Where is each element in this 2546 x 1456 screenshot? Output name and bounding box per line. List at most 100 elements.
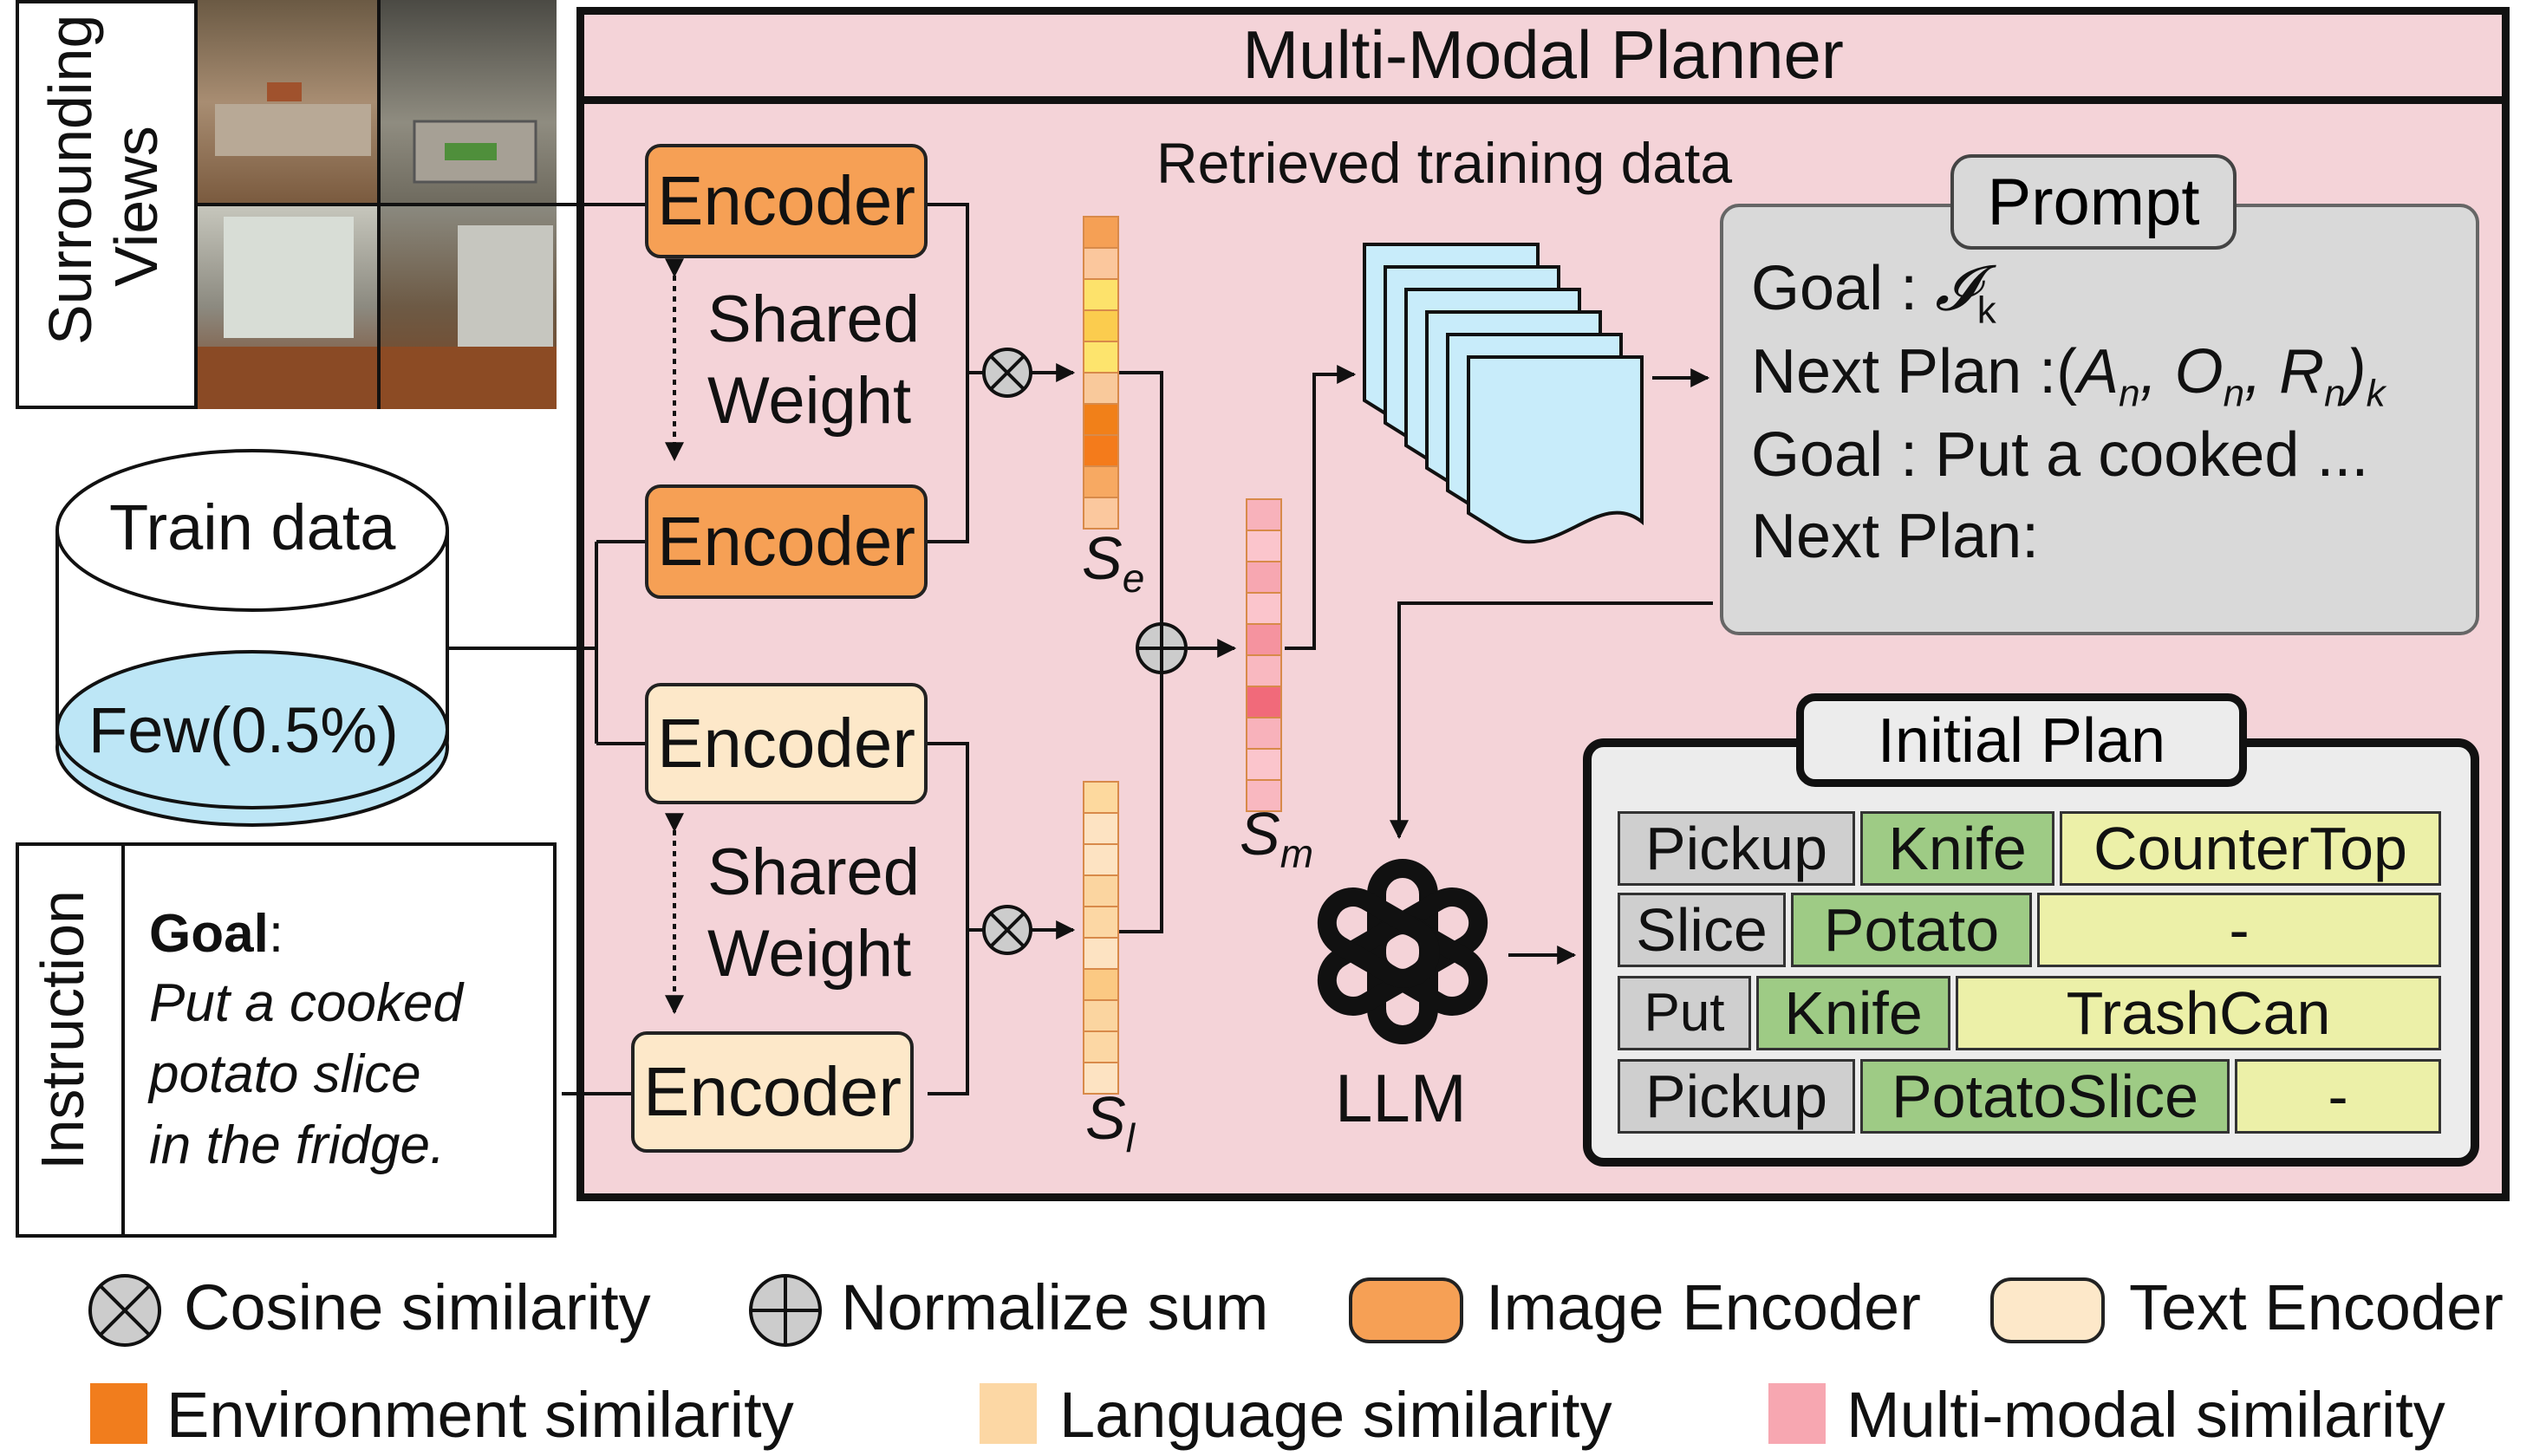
llm-logo-icon <box>1317 859 1488 1044</box>
instruction-panel <box>16 842 557 1238</box>
env-similarity-cell-9 <box>1083 465 1119 498</box>
legend-multimodal-swatch <box>1768 1383 1826 1444</box>
lang-similarity-cell-5 <box>1083 906 1119 939</box>
env-similarity-cell-7 <box>1083 403 1119 436</box>
score-sl-base: S <box>1085 1084 1126 1152</box>
mm-similarity-cell-9 <box>1246 748 1282 781</box>
lang-similarity-cell-9 <box>1083 1030 1119 1063</box>
initial-plan-tag: Initial Plan <box>1796 693 2247 787</box>
prompt-close-paren: ) <box>2345 337 2367 406</box>
lang-similarity-cell-3 <box>1083 843 1119 876</box>
instruction-goal-line-3: in the fridge. <box>149 1115 446 1175</box>
instruction-goal-heading: Goal: <box>149 903 283 965</box>
legend-language-swatch <box>980 1383 1037 1444</box>
llm-label: LLM <box>1335 1060 1467 1136</box>
text-encoder-top: Encoder <box>645 683 928 804</box>
legend-image-encoder-label: Image Encoder <box>1486 1271 1921 1343</box>
instruction-goal-line-2: potato slice <box>149 1044 421 1104</box>
planner-title: Multi-Modal Planner <box>1242 16 1844 93</box>
retrieved-documents-stack <box>1363 243 1644 544</box>
goal-label: Goal <box>149 904 269 964</box>
views-image-grid <box>194 0 557 409</box>
cosine-similarity-icon-env <box>982 348 1032 398</box>
language-similarity-column <box>1083 781 1119 1095</box>
prompt-object-symbol: , O <box>2139 337 2224 406</box>
prompt-goal-prefix: Goal : <box>1751 254 1936 323</box>
mm-similarity-cell-10 <box>1246 779 1282 812</box>
planner-title-bar <box>576 7 2510 104</box>
plan-row-4-action: Pickup <box>1618 1059 1855 1134</box>
mm-similarity-cell-8 <box>1246 717 1282 750</box>
plan-row-2-object: Potato <box>1791 893 2032 967</box>
legend-cosine-label: Cosine similarity <box>184 1271 651 1343</box>
legend-normalize-label: Normalize sum <box>841 1271 1269 1343</box>
legend-multimodal-label: Multi-modal similarity <box>1846 1379 2445 1451</box>
mm-similarity-cell-6 <box>1246 654 1282 687</box>
prompt-line-goal-template: Goal : 𝓘k <box>1751 253 1996 332</box>
prompt-next-plan-prefix: Next Plan :( <box>1751 337 2078 406</box>
legend-cosine-icon <box>88 1274 161 1347</box>
score-se-sub: e <box>1122 556 1145 601</box>
legend-environment-swatch <box>90 1383 147 1444</box>
score-sm-sub: m <box>1280 831 1314 876</box>
plan-row-3-object: Knife <box>1756 976 1950 1050</box>
goal-colon: : <box>268 904 284 964</box>
mm-similarity-cell-2 <box>1246 530 1282 562</box>
instruction-divider <box>121 842 125 1238</box>
prompt-goal-sub: k <box>1976 289 1996 332</box>
image-encoder-bottom: Encoder <box>645 484 928 599</box>
prompt-object-sub: n <box>2223 372 2245 415</box>
train-data-label: Train data <box>109 491 396 563</box>
train-data-cylinder <box>55 449 449 827</box>
prompt-receptacle-symbol: , R <box>2244 337 2325 406</box>
plan-row-1-action: Pickup <box>1618 811 1855 886</box>
prompt-tag: Prompt <box>1950 154 2237 250</box>
legend-environment-label: Environment similarity <box>166 1379 794 1451</box>
plan-row-4-receptacle: - <box>2235 1059 2441 1134</box>
legend-image-encoder-swatch <box>1349 1277 1463 1343</box>
score-sm-label: Sm <box>1240 799 1313 877</box>
env-similarity-cell-3 <box>1083 278 1119 311</box>
prompt-receptacle-sub: n <box>2324 372 2346 415</box>
prompt-line-goal-query: Goal : Put a cooked ... <box>1751 420 2369 490</box>
text-encoder-bottom: Encoder <box>631 1031 914 1153</box>
plan-row-4-object: PotatoSlice <box>1860 1059 2230 1134</box>
lang-similarity-cell-1 <box>1083 781 1119 814</box>
input-connectors <box>374 203 650 1095</box>
plan-row-3-action: Put <box>1618 976 1751 1050</box>
env-similarity-cell-2 <box>1083 247 1119 280</box>
mm-similarity-cell-3 <box>1246 561 1282 594</box>
env-similarity-cell-6 <box>1083 372 1119 405</box>
lang-similarity-cell-8 <box>1083 999 1119 1032</box>
cosine-similarity-icon-lang <box>982 905 1032 955</box>
lang-similarity-cell-6 <box>1083 937 1119 970</box>
plan-row-2-receptacle: - <box>2037 893 2441 967</box>
environment-similarity-column <box>1083 216 1119 530</box>
env-similarity-cell-4 <box>1083 309 1119 342</box>
plan-row-3-receptacle: TrashCan <box>1956 976 2441 1050</box>
shared-weight-label-image: Shared Weight <box>707 279 920 442</box>
few-shot-label: Few(0.5%) <box>88 694 399 766</box>
plan-row-1-object: Knife <box>1860 811 2054 886</box>
score-sm-base: S <box>1240 800 1280 868</box>
prompt-action-sub: n <box>2119 372 2140 415</box>
prompt-line-next-plan-query: Next Plan: <box>1751 502 2040 571</box>
shared-weight-line-2: Weight <box>707 917 912 991</box>
kitchen-views-picture <box>198 0 557 409</box>
mm-similarity-cell-1 <box>1246 498 1282 531</box>
llm-logo-petal-6 <box>1317 887 1440 988</box>
retrieved-document-6 <box>1467 355 1644 544</box>
mm-similarity-cell-5 <box>1246 623 1282 656</box>
shared-weight-line-1: Shared <box>707 283 921 356</box>
lang-similarity-cell-7 <box>1083 968 1119 1001</box>
score-se-base: S <box>1082 524 1123 592</box>
image-encoder-top: Encoder <box>645 144 928 258</box>
shared-weight-label-text: Shared Weight <box>707 832 920 995</box>
legend-text-encoder-label: Text Encoder <box>2129 1271 2504 1343</box>
env-similarity-cell-8 <box>1083 434 1119 467</box>
score-sl-sub: l <box>1125 1115 1135 1160</box>
mm-similarity-cell-4 <box>1246 592 1282 625</box>
plan-row-2-action: Slice <box>1618 893 1786 967</box>
